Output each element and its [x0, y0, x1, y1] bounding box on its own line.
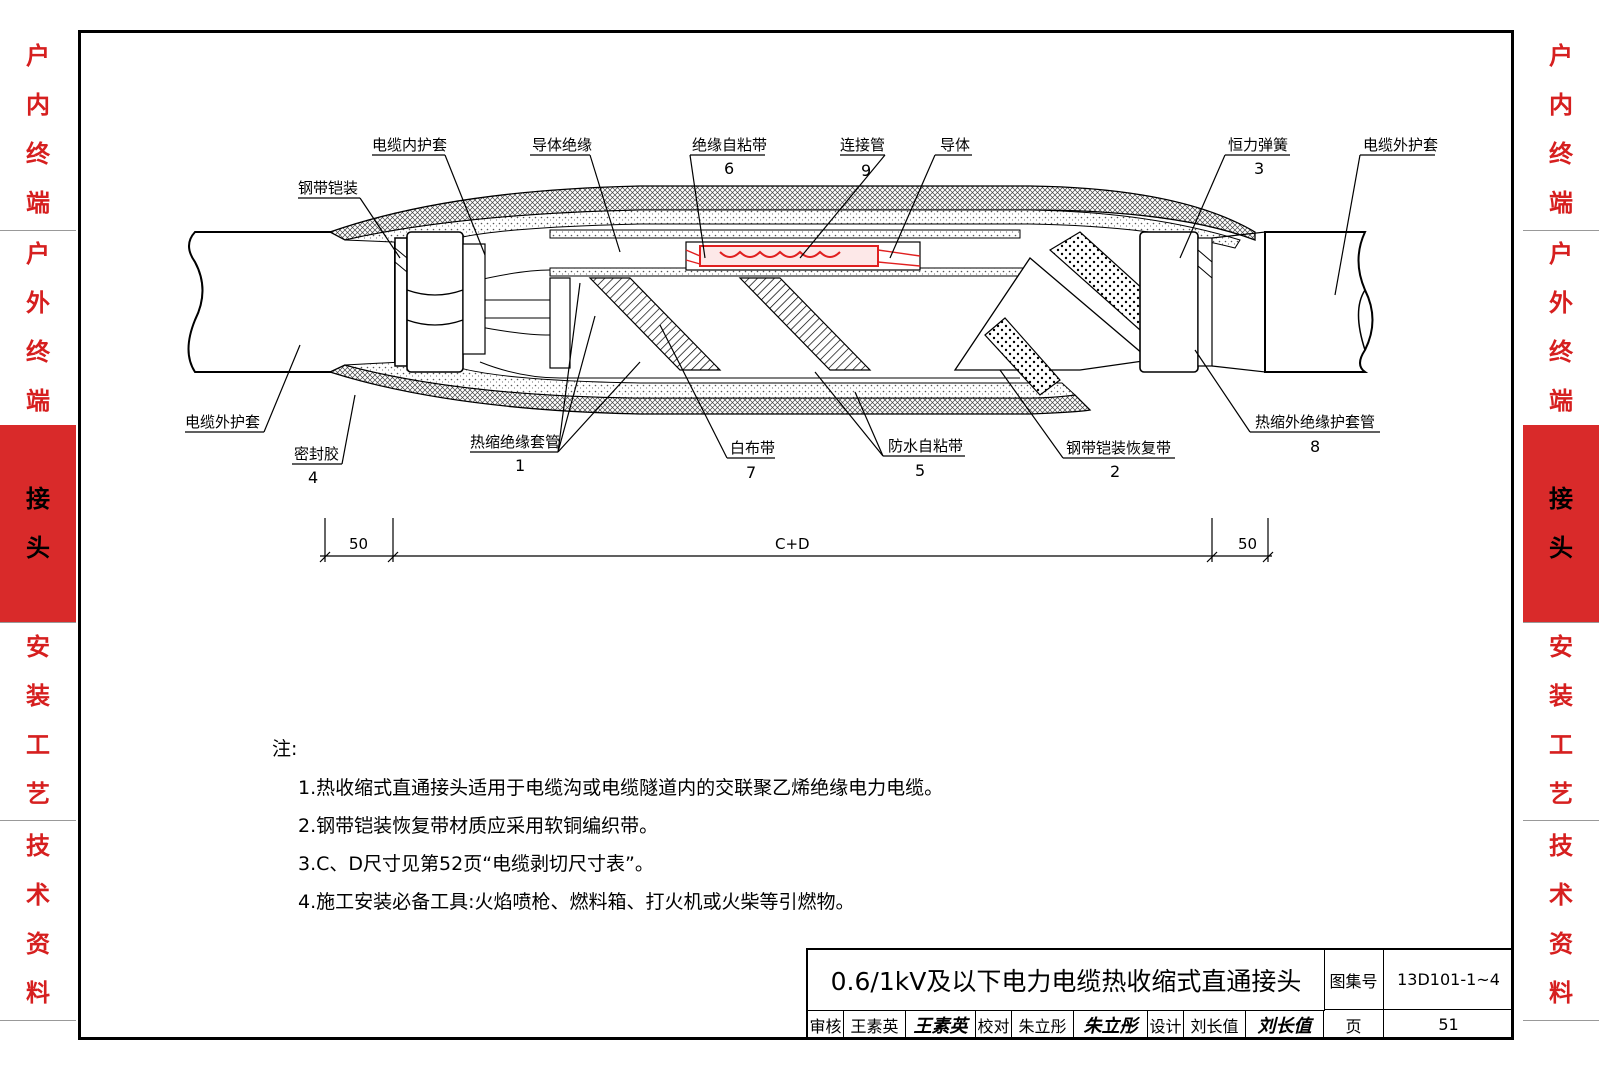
notes: 注: 1.热收缩式直通接头适用于电缆沟或电缆隧道内的交联聚乙烯绝缘电力电缆。 2… — [272, 734, 943, 925]
label-conductor-insulation: 导体绝缘 — [532, 136, 592, 154]
tab-label: 户内终端 — [26, 42, 50, 217]
label-sealant: 密封胶 — [294, 445, 339, 463]
drawing-frame — [78, 30, 1514, 1040]
design-signature: 刘长值 — [1246, 1010, 1324, 1040]
left-cable — [187, 231, 396, 373]
tab-label: 技术资料 — [1549, 832, 1573, 1007]
inner-body-bottom — [344, 359, 1077, 399]
dimension-line — [319, 518, 1274, 563]
drawing-title: 0.6/1kV及以下电力电缆热收缩式直通接头 — [808, 950, 1325, 1011]
tab-indoor-terminal[interactable]: 户内终端 — [1523, 30, 1599, 231]
right-cable — [1264, 231, 1374, 373]
page-number: 51 — [1384, 1010, 1514, 1040]
notes-title: 注: — [272, 738, 298, 760]
tab-label: 接头 — [26, 484, 50, 562]
label-heat-shrink-tube: 热缩绝缘套管 — [470, 433, 560, 451]
label-outer-heat-shrink: 热缩外绝缘护套管 — [1255, 413, 1375, 431]
right-tab-strip: 户内终端 户外终端 接头 安装工艺 技术资料 — [1523, 0, 1599, 1074]
tab-label: 技术资料 — [26, 832, 50, 1007]
num-connector: 9 — [861, 161, 871, 180]
check-signature: 朱立彤 — [1074, 1010, 1148, 1040]
tab-label: 安装工艺 — [26, 633, 50, 808]
tab-technical-data[interactable]: 技术资料 — [1523, 820, 1599, 1021]
num-armor-restore-tape: 2 — [1110, 462, 1120, 481]
connector-tube — [685, 241, 921, 271]
note-item: 3.C、D尺寸见第52页“电缆剥切尺寸表”。 — [298, 853, 654, 875]
label-cable-outer-sheath-left: 电缆外护套 — [185, 413, 260, 431]
title-block: 0.6/1kV及以下电力电缆热收缩式直通接头 图集号 13D101-1~4 审核… — [806, 948, 1514, 1040]
label-connector: 连接管 — [840, 136, 885, 154]
left-tab-strip: 户内终端 户外终端 接头 安装工艺 技术资料 — [0, 0, 76, 1074]
check-name: 朱立彤 — [1012, 1010, 1074, 1040]
note-item: 2.钢带铠装恢复带材质应采用软铜编织带。 — [298, 815, 659, 837]
atlas-number: 13D101-1~4 — [1384, 950, 1514, 1010]
num-spring: 3 — [1254, 159, 1264, 178]
dim-left: 50 — [349, 535, 368, 553]
review-name: 王素英 — [844, 1010, 906, 1040]
tab-label: 户外终端 — [1549, 239, 1573, 415]
review-label: 审核 — [808, 1010, 844, 1040]
check-label: 校对 — [976, 1010, 1012, 1040]
num-sealant: 4 — [308, 468, 318, 487]
tab-technical-data[interactable]: 技术资料 — [0, 820, 76, 1021]
tab-label: 安装工艺 — [1549, 633, 1573, 808]
label-spring: 恒力弹簧 — [1228, 136, 1288, 154]
note-item: 4.施工安装必备工具:火焰喷枪、燃料箱、打火机或火柴等引燃物。 — [298, 891, 855, 913]
num-cloth-tape: 7 — [746, 463, 756, 482]
num-insulation-tape: 6 — [724, 159, 734, 178]
tab-installation[interactable]: 安装工艺 — [1523, 622, 1599, 821]
label-cable-inner-sheath: 电缆内护套 — [372, 136, 447, 154]
label-cable-outer-sheath-right: 电缆外护套 — [1363, 136, 1438, 154]
note-item: 1.热收缩式直通接头适用于电缆沟或电缆隧道内的交联聚乙烯绝缘电力电缆。 — [298, 777, 944, 799]
num-waterproof-tape: 5 — [915, 461, 925, 480]
tab-label: 接头 — [1549, 484, 1573, 562]
armor-restore-band-2 — [984, 317, 1061, 396]
leader-lines — [185, 154, 1435, 465]
inner-body-top — [344, 209, 1241, 249]
label-insulation-tape: 绝缘自粘带 — [692, 136, 767, 154]
tab-label: 户内终端 — [1549, 42, 1573, 217]
tab-joint[interactable]: 接头 — [0, 425, 76, 623]
label-waterproof-tape: 防水自粘带 — [888, 437, 963, 455]
tab-joint[interactable]: 接头 — [1523, 425, 1599, 623]
design-label: 设计 — [1148, 1010, 1184, 1040]
atlas-label: 图集号 — [1324, 950, 1384, 1010]
review-signature: 王素英 — [906, 1010, 976, 1040]
dim-right: 50 — [1238, 535, 1257, 553]
label-conductor: 导体 — [940, 136, 970, 154]
cloth-tape-band-2 — [738, 277, 872, 371]
design-name: 刘长值 — [1184, 1010, 1246, 1040]
num-outer-heat-shrink: 8 — [1310, 437, 1320, 456]
page-label: 页 — [1324, 1010, 1384, 1040]
label-steel-armor: 钢带铠装 — [298, 179, 358, 197]
label-armor-restore-tape: 钢带铠装恢复带 — [1066, 439, 1171, 457]
tab-installation[interactable]: 安装工艺 — [0, 622, 76, 821]
label-cloth-tape: 白布带 — [730, 439, 775, 457]
tab-indoor-terminal[interactable]: 户内终端 — [0, 30, 76, 231]
tab-label: 户外终端 — [26, 239, 50, 415]
cloth-tape-band-1 — [588, 277, 722, 371]
num-heat-shrink-tube: 1 — [515, 456, 525, 475]
dim-middle: C+D — [775, 535, 810, 553]
